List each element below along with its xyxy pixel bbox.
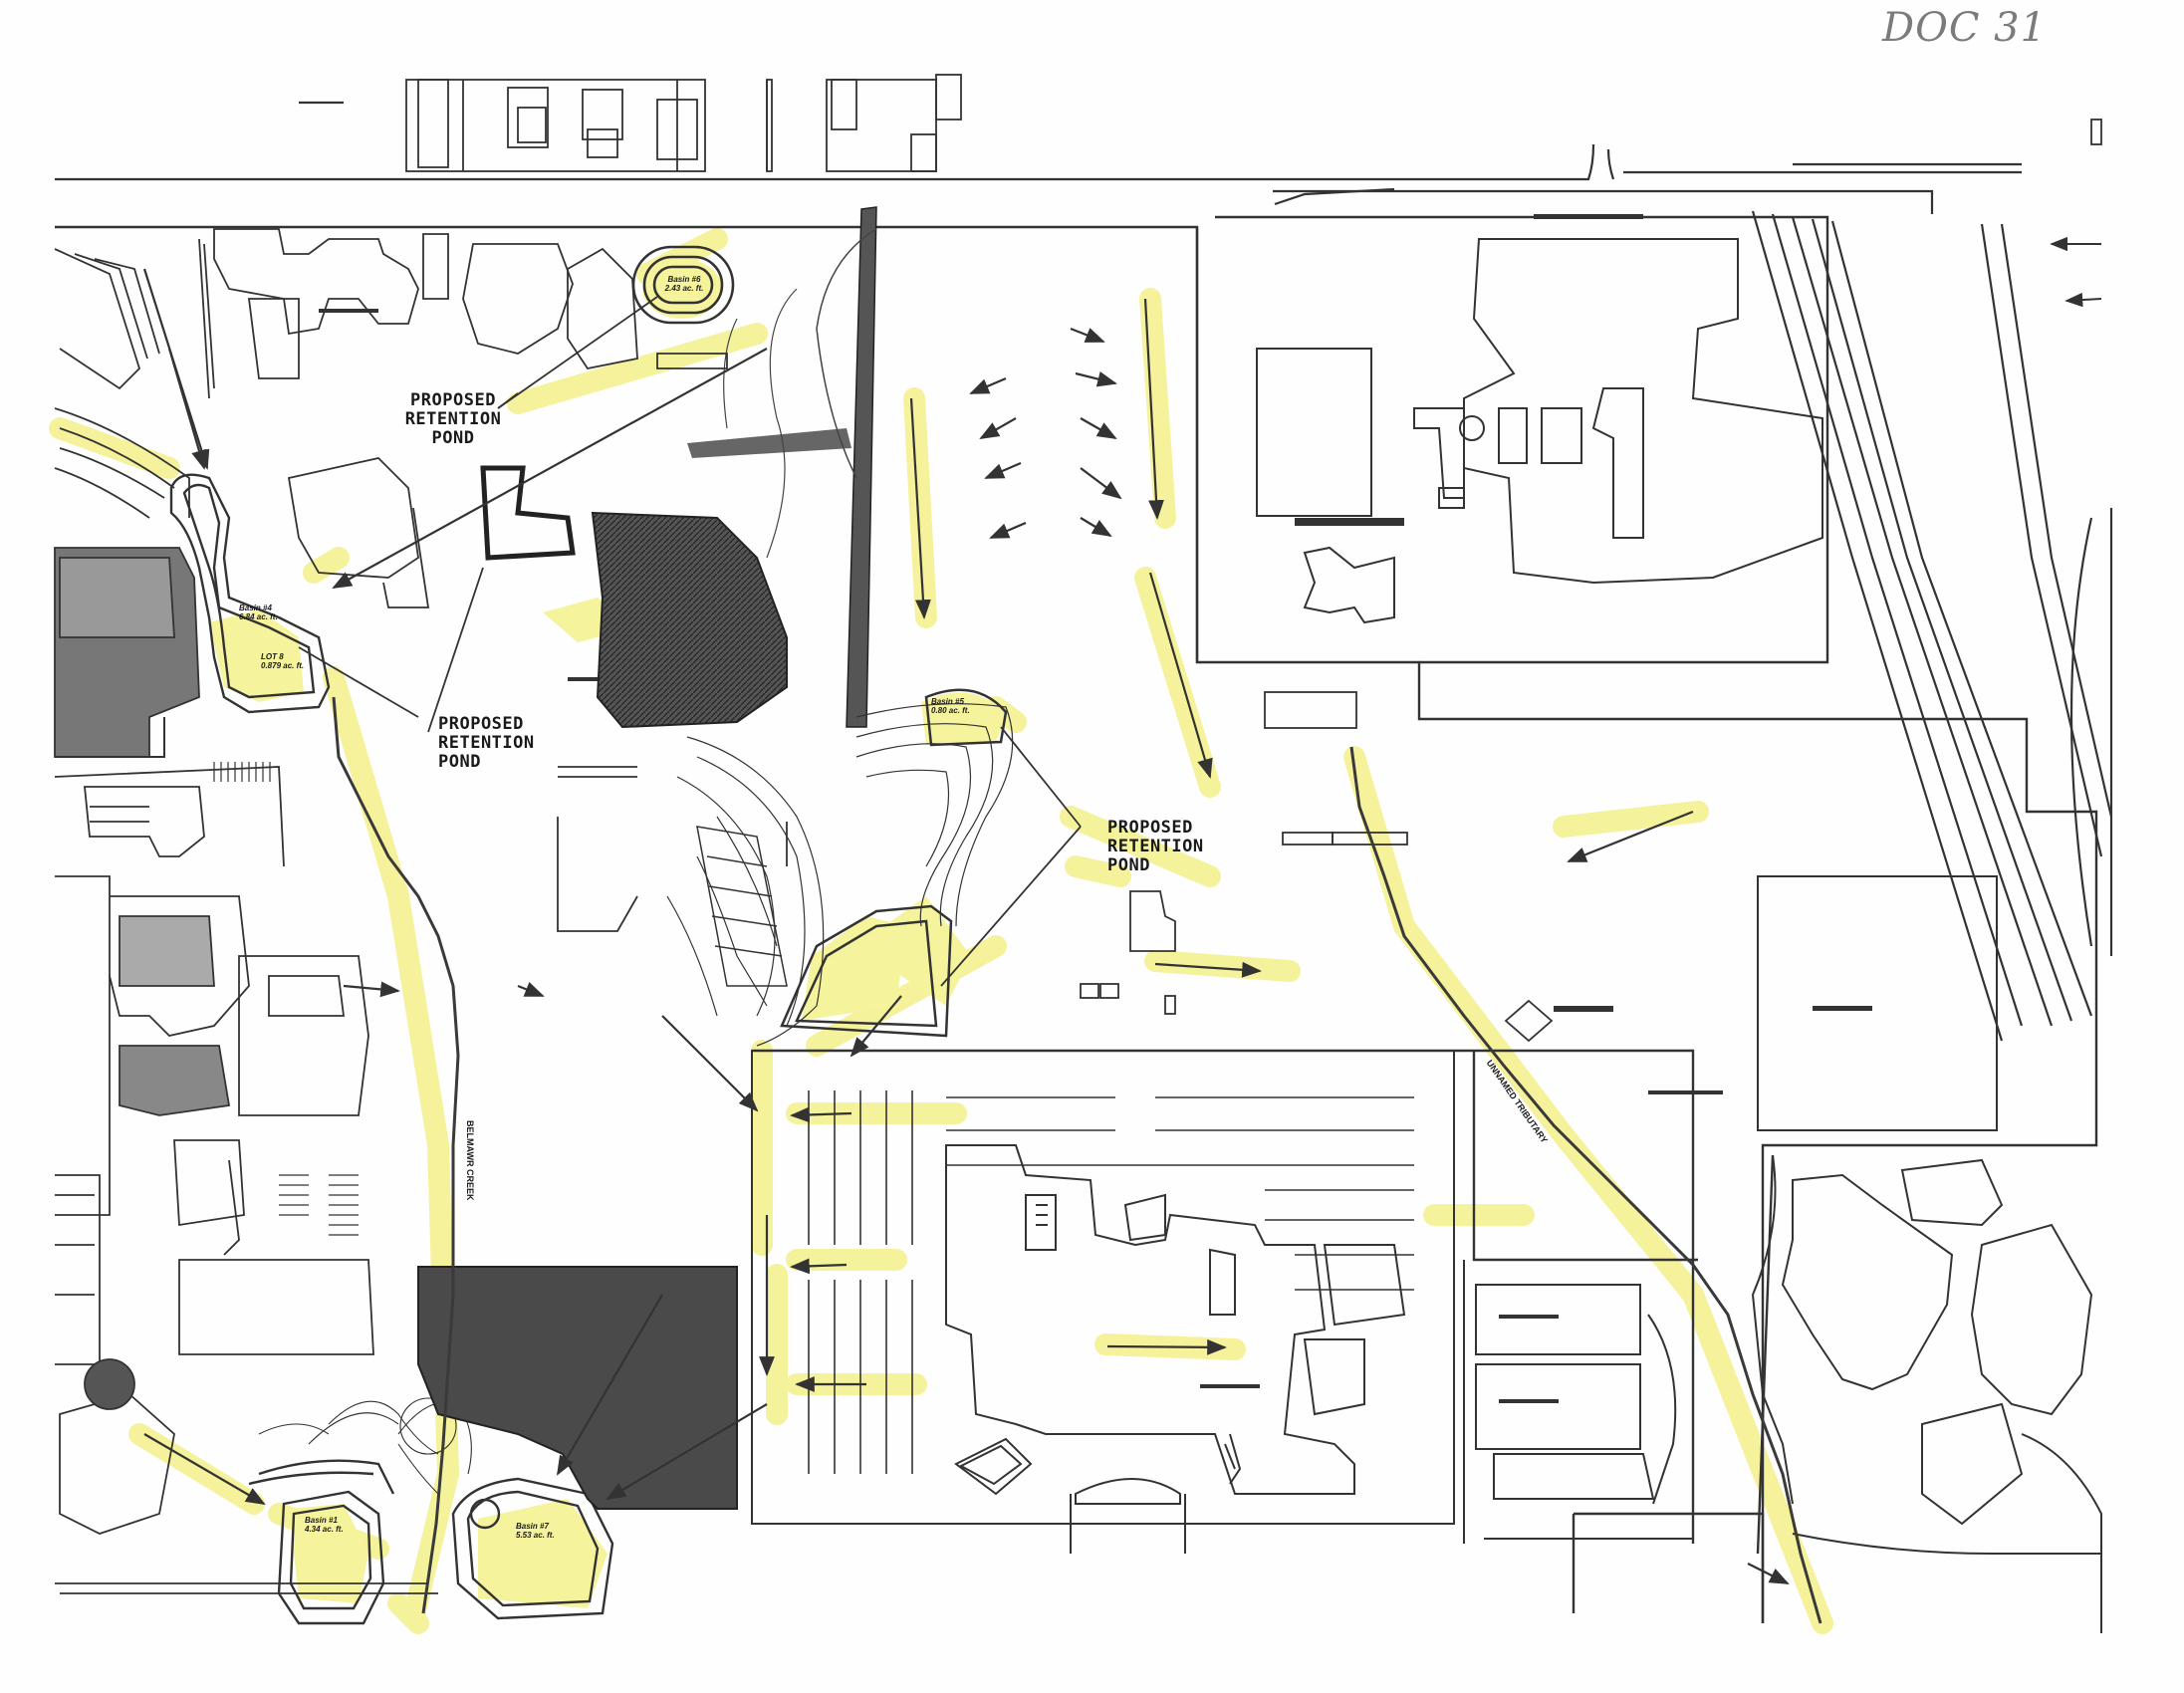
nw-buildings [198,228,728,608]
boundaries [55,215,2098,1623]
western-parking [213,762,359,1236]
ne-inflow-arrows [2050,236,2102,308]
pond-label-line2: RETENTION [404,409,502,429]
pond-label-line3: POND [438,752,481,772]
grading-area [480,206,877,729]
pond-label-line2: RETENTION [1107,837,1204,856]
pond-label-line3: POND [431,428,475,448]
top-parcels [405,74,2102,172]
doc-annotation: DOC 31 [1882,5,2048,51]
basin-6-outline [631,245,735,325]
pond-label-line3: POND [1107,855,1150,875]
pond-label-center: PROPOSED RETENTION POND [1107,819,1217,875]
basin-5-outline [780,688,1008,1038]
pond-label-line1: PROPOSED [438,714,524,734]
central-parking-lot [696,826,788,987]
pond-label-west: PROPOSED RETENTION POND [438,715,548,772]
se-parking [808,1090,1414,1474]
leader-lines [298,296,1082,987]
belmawr-creek-label: BELMAWR CREEK [465,1120,475,1201]
belmawr-creek-line [332,696,460,1614]
va-buildings [1463,1260,1693,1544]
small-labels-dots [319,214,1872,1403]
center-small-buildings [557,691,1554,1043]
east-parcel [1751,875,1998,1505]
unnamed-tributary-line [1349,746,1822,1624]
basin-1-outline [248,1459,395,1625]
roads [55,101,2113,1042]
western-campus [54,248,438,1594]
ne-building-complex [1256,238,1823,624]
pond-label-north: PROPOSED RETENTION POND [398,391,508,448]
pond-fills [209,259,1006,1608]
basin-7-outline [451,1477,614,1620]
pond-label-line1: PROPOSED [1107,818,1193,838]
se-hotel [1781,1158,2102,1633]
medical-center [945,1144,1406,1554]
pond-label-line2: RETENTION [438,733,535,753]
large-dark-building [417,1266,738,1510]
flow-arrows [142,268,1790,1584]
pond-label-line1: PROPOSED [410,390,496,410]
basin-4-outline [169,473,331,714]
